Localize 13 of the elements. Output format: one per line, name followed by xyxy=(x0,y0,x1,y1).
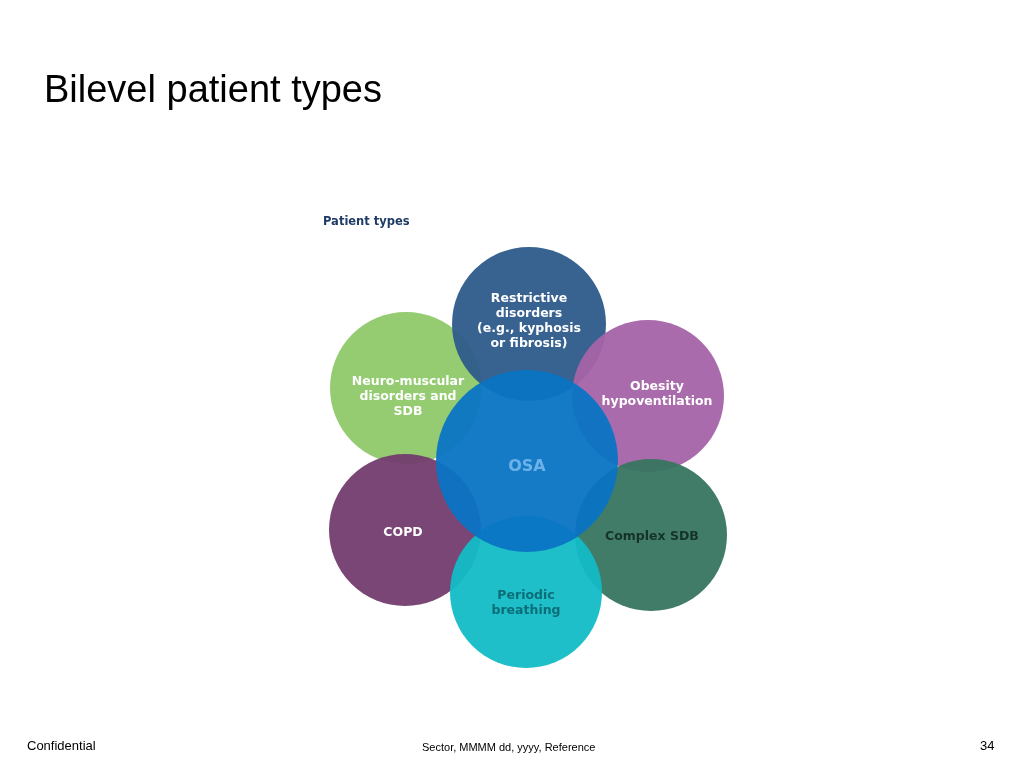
circle-label: OSA xyxy=(507,457,547,473)
slide-title: Bilevel patient types xyxy=(44,68,382,111)
circle-label: Obesity hypoventilation xyxy=(600,378,714,408)
circle-label: Periodic breathing xyxy=(490,587,562,617)
chart-heading: Patient types xyxy=(323,214,410,228)
footer-text: Confidential xyxy=(27,738,96,753)
circle-label: COPD xyxy=(382,523,424,539)
circle-label: Complex SDB xyxy=(604,527,700,543)
circle-label: Neuro-muscular disorders and SDB xyxy=(350,372,466,418)
circle-node xyxy=(575,459,727,611)
page-number: 34 xyxy=(980,738,995,753)
footer-text: Sector, MMMM dd, yyyy, Reference xyxy=(422,741,596,753)
circle-label: Restrictive disorders (e.g., kyphosis or fibrosis) xyxy=(476,290,582,350)
